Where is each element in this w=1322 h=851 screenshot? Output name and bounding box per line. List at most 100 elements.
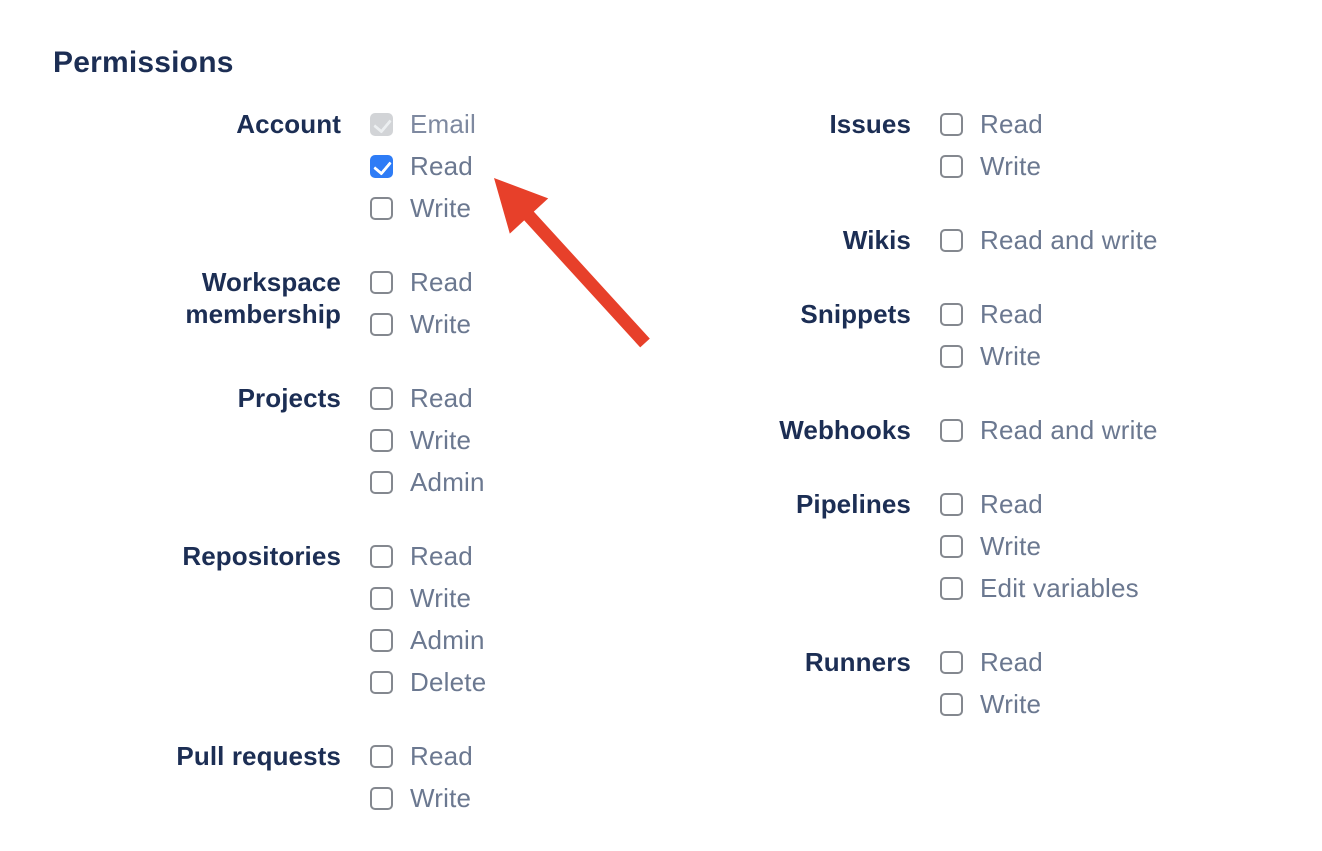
permission-options: Read Write — [940, 293, 1043, 377]
permission-option-runners-write[interactable]: Write — [940, 683, 1043, 725]
permission-option-label: Edit variables — [980, 572, 1139, 603]
permission-group-label: Projects — [237, 383, 341, 413]
permission-option-issues-read[interactable]: Read — [940, 103, 1043, 145]
permission-options: Read Write Admin — [370, 377, 485, 503]
permission-option-label: Read — [410, 150, 473, 181]
permission-option-repositories-read[interactable]: Read — [370, 535, 486, 577]
permission-option-label: Write — [410, 424, 472, 455]
permission-group-snippets: Snippets Read Write — [620, 293, 1158, 377]
projects-write-checkbox[interactable] — [370, 428, 393, 452]
repositories-delete-checkbox[interactable] — [370, 670, 393, 694]
repositories-admin-checkbox[interactable] — [370, 628, 393, 652]
permissions-column-right: Issues Read Write Wikis Read and write S… — [620, 103, 1158, 757]
permission-options: Read and write — [940, 409, 1158, 451]
webhooks-read-and-write-checkbox[interactable] — [940, 418, 963, 442]
permission-option-workspace-membership-read[interactable]: Read — [370, 261, 473, 303]
permission-option-account-read[interactable]: Read — [370, 145, 476, 187]
permission-option-pipelines-write[interactable]: Write — [940, 525, 1139, 567]
permission-options: Read Write — [370, 261, 473, 345]
permission-option-account-email: Email — [370, 103, 476, 145]
permission-options: Read Write — [940, 103, 1043, 187]
permission-group-pipelines: Pipelines Read Write Edit variables — [620, 483, 1158, 609]
snippets-write-checkbox[interactable] — [940, 344, 963, 368]
permission-group-label: Runners — [804, 647, 911, 677]
permission-option-label: Read — [410, 540, 473, 571]
repositories-read-checkbox[interactable] — [370, 544, 393, 568]
permission-group-label: Account — [236, 109, 341, 139]
permission-option-label: Read — [980, 298, 1043, 329]
permission-option-label: Write — [410, 192, 472, 223]
permission-options: Read and write — [940, 219, 1158, 261]
issues-write-checkbox[interactable] — [940, 154, 963, 178]
permission-options: Read Write — [370, 735, 473, 819]
permissions-column-left: Account Email Read Write Workspace membe… — [53, 103, 486, 851]
permission-option-projects-read[interactable]: Read — [370, 377, 485, 419]
permission-group-account: Account Email Read Write — [53, 103, 486, 229]
permission-group-label: Snippets — [800, 299, 911, 329]
permission-option-snippets-write[interactable]: Write — [940, 335, 1043, 377]
permission-option-pipelines-edit-variables[interactable]: Edit variables — [940, 567, 1139, 609]
permission-option-label: Read — [980, 488, 1043, 519]
repositories-write-checkbox[interactable] — [370, 586, 393, 610]
permission-option-issues-write[interactable]: Write — [940, 145, 1043, 187]
permission-option-label: Read — [410, 266, 473, 297]
permission-group-issues: Issues Read Write — [620, 103, 1158, 187]
pull-requests-read-checkbox[interactable] — [370, 744, 393, 768]
permission-option-pull-requests-read[interactable]: Read — [370, 735, 473, 777]
pipelines-write-checkbox[interactable] — [940, 534, 963, 558]
permission-option-projects-admin[interactable]: Admin — [370, 461, 485, 503]
pull-requests-write-checkbox[interactable] — [370, 786, 393, 810]
permission-option-webhooks-read-and-write[interactable]: Read and write — [940, 409, 1158, 451]
pipelines-read-checkbox[interactable] — [940, 492, 963, 516]
permission-group-label: Wikis — [842, 225, 911, 255]
permission-group-label: Issues — [829, 109, 911, 139]
permission-option-pipelines-read[interactable]: Read — [940, 483, 1139, 525]
permission-option-label: Read and write — [980, 414, 1158, 445]
permission-option-label: Write — [410, 308, 472, 339]
projects-read-checkbox[interactable] — [370, 386, 393, 410]
permission-option-pull-requests-write[interactable]: Write — [370, 777, 473, 819]
permission-option-snippets-read[interactable]: Read — [940, 293, 1043, 335]
permission-option-label: Read — [410, 740, 473, 771]
permission-group-label: Webhooks — [779, 415, 911, 445]
permission-option-repositories-write[interactable]: Write — [370, 577, 486, 619]
permission-option-label: Read and write — [980, 224, 1158, 255]
wikis-read-and-write-checkbox[interactable] — [940, 228, 963, 252]
page-title: Permissions — [53, 46, 234, 79]
permission-option-runners-read[interactable]: Read — [940, 641, 1043, 683]
account-email-checkbox — [370, 112, 393, 136]
permission-options: Email Read Write — [370, 103, 476, 229]
workspace-membership-read-checkbox[interactable] — [370, 270, 393, 294]
permission-group-wikis: Wikis Read and write — [620, 219, 1158, 261]
permission-group-label: Workspace membership — [185, 267, 341, 329]
account-read-checkbox[interactable] — [370, 154, 393, 178]
permission-option-label: Write — [980, 530, 1042, 561]
runners-read-checkbox[interactable] — [940, 650, 963, 674]
permission-group-projects: Projects Read Write Admin — [53, 377, 486, 503]
permission-option-label: Read — [980, 646, 1043, 677]
issues-read-checkbox[interactable] — [940, 112, 963, 136]
runners-write-checkbox[interactable] — [940, 692, 963, 716]
permission-group-webhooks: Webhooks Read and write — [620, 409, 1158, 451]
snippets-read-checkbox[interactable] — [940, 302, 963, 326]
permission-option-projects-write[interactable]: Write — [370, 419, 485, 461]
pipelines-edit-variables-checkbox[interactable] — [940, 576, 963, 600]
permission-option-label: Admin — [410, 624, 485, 655]
workspace-membership-write-checkbox[interactable] — [370, 312, 393, 336]
permission-option-label: Write — [980, 150, 1042, 181]
permission-option-workspace-membership-write[interactable]: Write — [370, 303, 473, 345]
permission-group-pull-requests: Pull requests Read Write — [53, 735, 486, 819]
permission-option-label: Email — [410, 108, 477, 139]
permission-option-label: Write — [410, 582, 472, 613]
permission-options: Read Write — [940, 641, 1043, 725]
permission-options: Read Write Edit variables — [940, 483, 1139, 609]
projects-admin-checkbox[interactable] — [370, 470, 393, 494]
permission-option-account-write[interactable]: Write — [370, 187, 476, 229]
permission-option-wikis-read-and-write[interactable]: Read and write — [940, 219, 1158, 261]
permission-option-repositories-delete[interactable]: Delete — [370, 661, 486, 703]
permission-option-repositories-admin[interactable]: Admin — [370, 619, 486, 661]
permission-option-label: Admin — [410, 466, 485, 497]
permission-option-label: Read — [410, 382, 473, 413]
permission-options: Read Write Admin Delete — [370, 535, 486, 703]
account-write-checkbox[interactable] — [370, 196, 393, 220]
